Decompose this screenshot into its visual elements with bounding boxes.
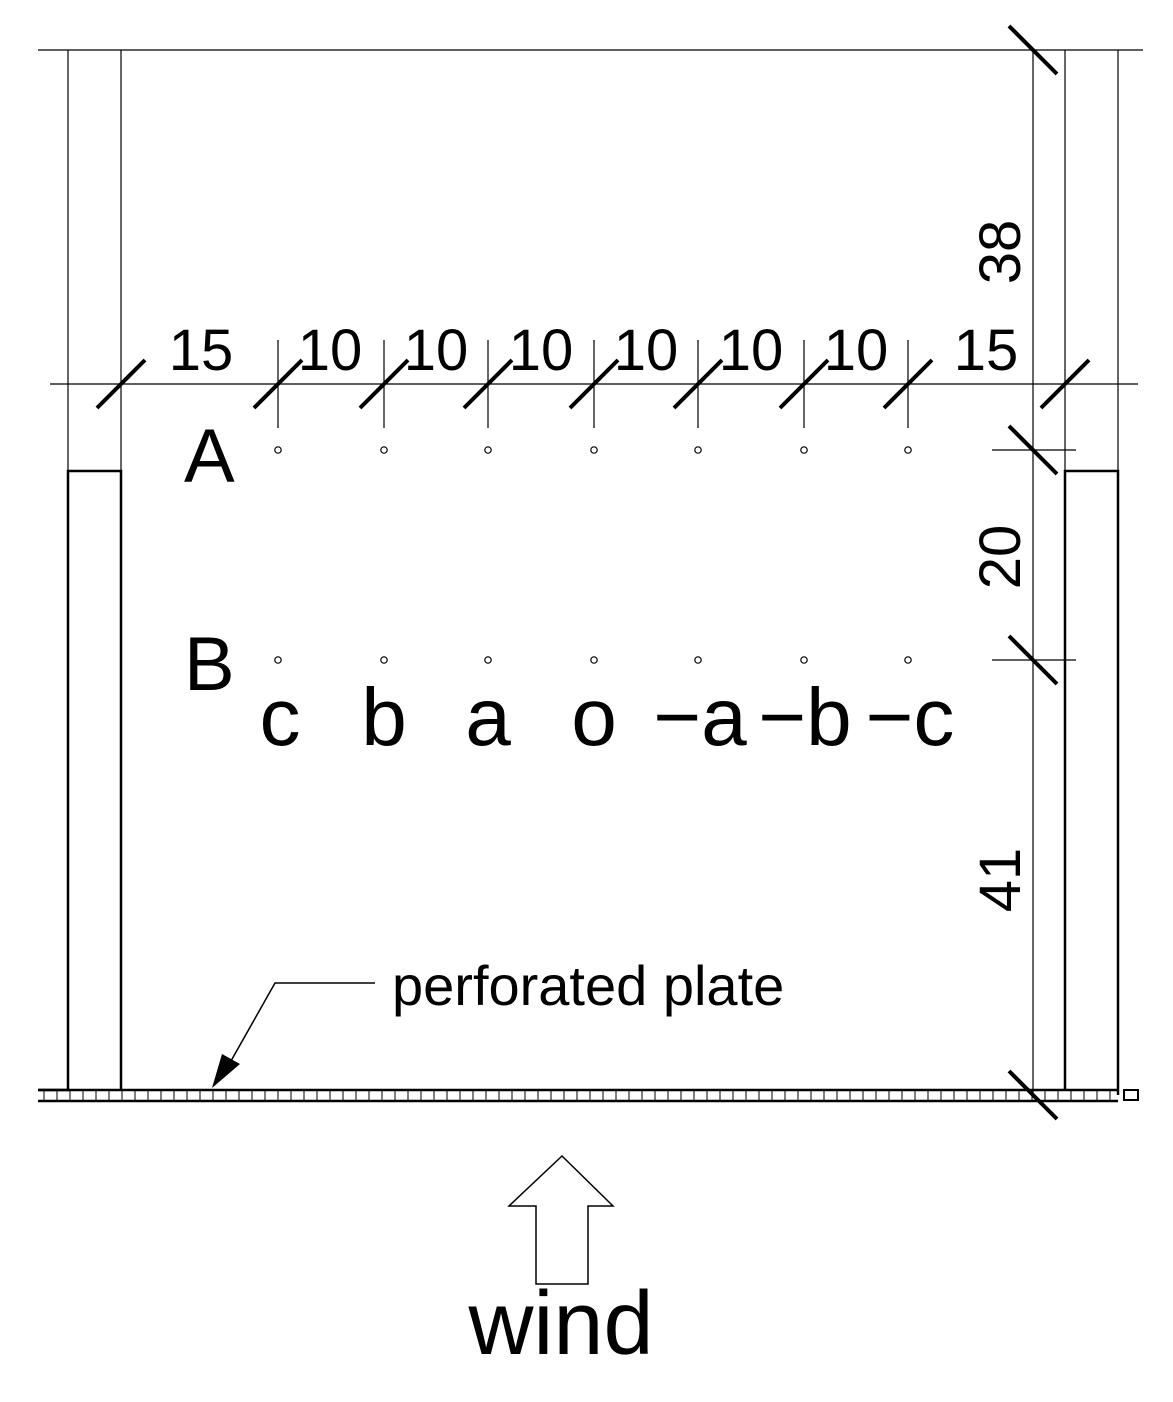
position-label-o: o [571,672,617,763]
dim-label-8: 15 [954,318,1019,383]
callout-arrowhead [212,1054,240,1088]
vdim-label-38: 38 [968,220,1033,285]
wind-arrow-icon [507,1154,615,1285]
probe-point-row-b [590,656,598,664]
position-label-neg-b: −b [758,672,852,763]
dimension-tick [1039,358,1091,410]
probe-point-row-a [484,446,492,454]
vdim-label-41: 41 [968,848,1033,913]
plate-callout: perforated plate [212,954,784,1088]
dimension-tick [95,358,147,410]
probe-point-row-b [484,656,492,664]
row-label-a: A [184,414,235,499]
probe-point-row-a [694,446,702,454]
dim-label-2: 10 [298,318,363,383]
dimension-tick [1007,634,1059,686]
horizontal-dimensions: 15 10 10 10 10 10 10 15 [169,318,1019,383]
dimension-tick [1007,424,1059,476]
dimension-tick [1007,24,1059,76]
plate-end-box [1123,1089,1139,1101]
dimension-tick [1007,1069,1059,1121]
position-label-c: c [260,672,301,763]
perforated-plate [38,1088,1139,1103]
dimension-ticks [95,24,1091,1121]
dimension-tick [882,358,934,410]
probe-point-row-a [800,446,808,454]
dim-label-6: 10 [719,318,784,383]
dim-label-7: 10 [824,318,889,383]
probe-point-row-a [904,446,912,454]
probe-point-row-b [380,656,388,664]
dim-label-4: 10 [509,318,574,383]
row-label-b: B [184,622,235,707]
dimension-tick [252,358,304,410]
probe-point-row-b [274,656,282,664]
callout-leader-line [226,982,375,1069]
dimension-tick [358,358,410,410]
right-wall [1063,469,1120,1095]
position-label-b: b [361,672,407,763]
dimension-tick [778,358,830,410]
dim-label-1: 15 [169,318,234,383]
vdim-label-20: 20 [968,525,1033,590]
probe-point-row-a [380,446,388,454]
probe-point-row-b [800,656,808,664]
dimension-tick [672,358,724,410]
vertical-dimensions: 38 20 41 [968,220,1033,913]
probe-point-row-b [694,656,702,664]
left-wall [38,469,123,1092]
plate-label: perforated plate [392,954,784,1017]
probe-points [274,446,912,664]
position-label-neg-a: −a [653,672,747,763]
position-labels: c b a o −a −b −c [260,672,955,763]
dimension-tick [462,358,514,410]
probe-point-row-a [274,446,282,454]
dim-label-3: 10 [404,318,469,383]
wind-label: wind [467,1274,653,1374]
probe-point-row-b [904,656,912,664]
position-label-neg-c: −c [866,672,955,763]
position-label-a: a [465,672,511,763]
probe-point-row-a [590,446,598,454]
dimension-tick [568,358,620,410]
dim-label-5: 10 [614,318,679,383]
